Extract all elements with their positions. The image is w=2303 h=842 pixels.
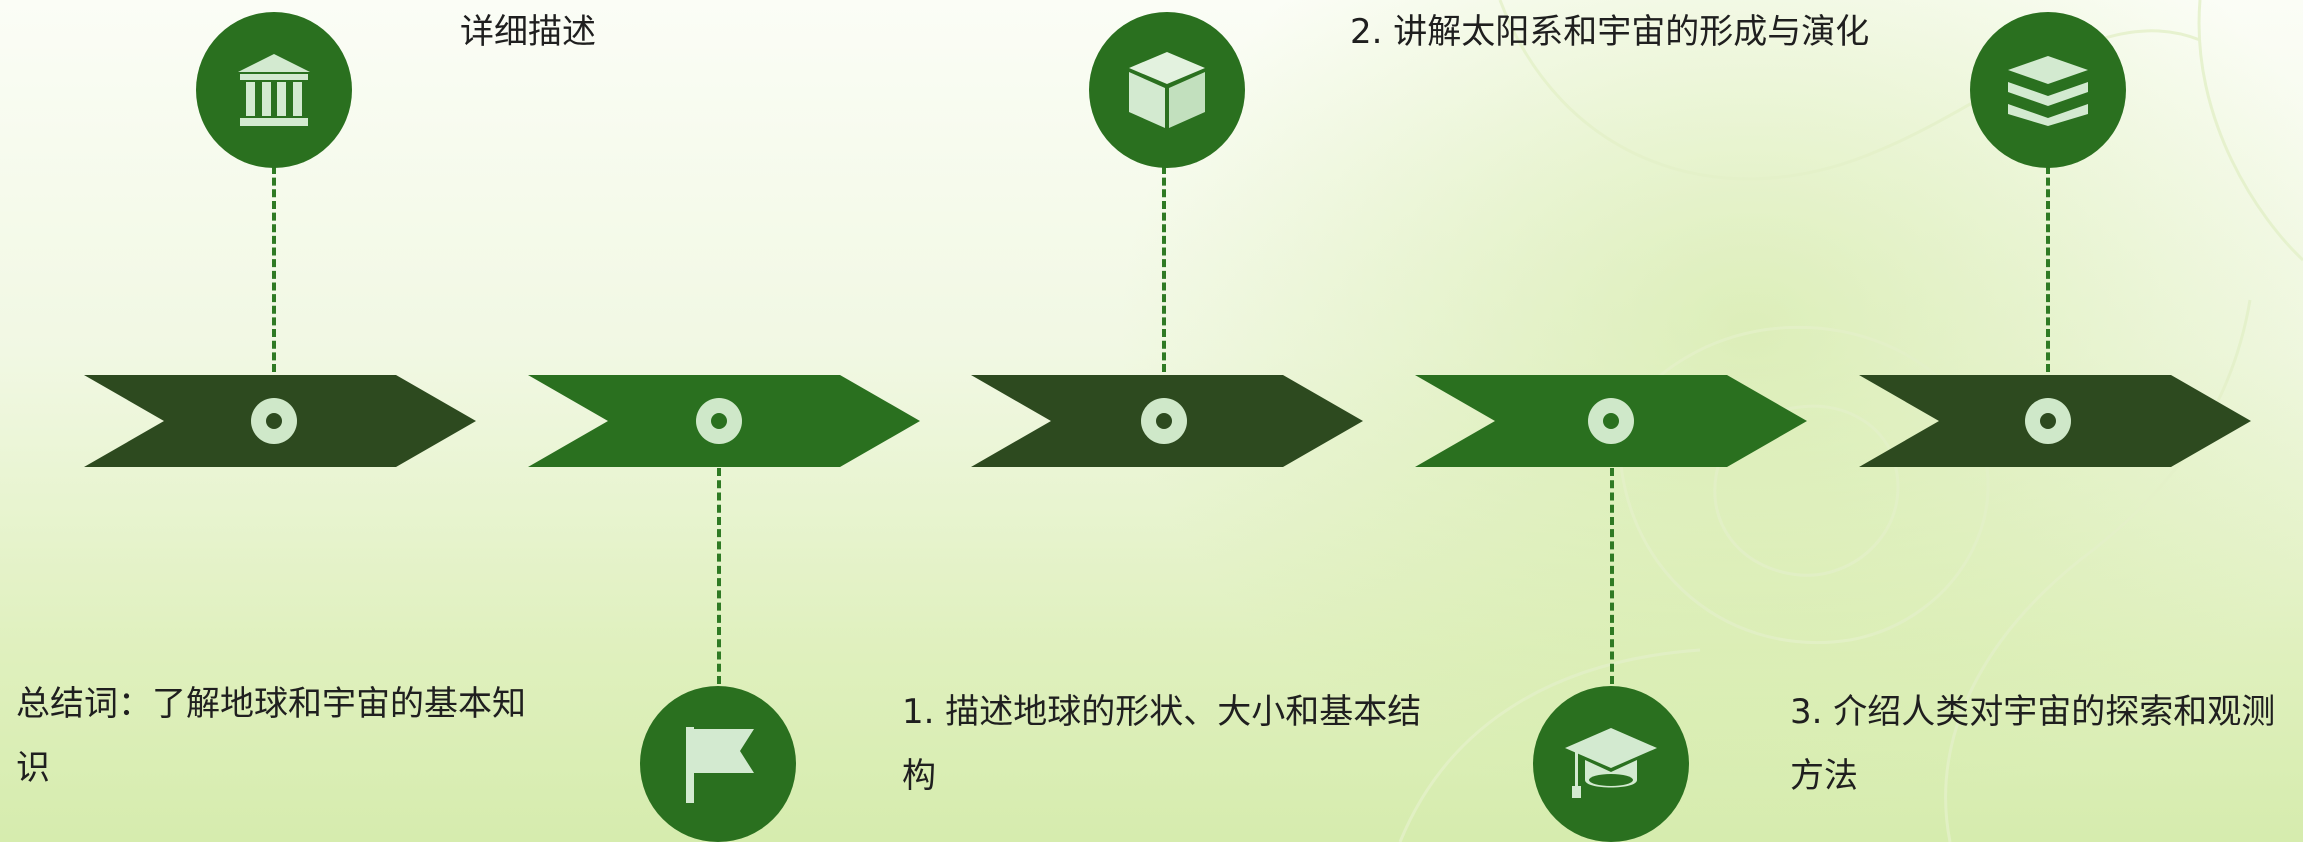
label-bottom-2: 1. 描述地球的形状、大小和基本结构 [902, 692, 1422, 796]
label-top-3: 2. 讲解太阳系和宇宙的形成与演化 [1350, 12, 1870, 52]
connector-step-2 [717, 468, 721, 684]
chevron-step-5 [1859, 375, 2251, 467]
label-bottom-5: 3. 介绍人类对宇宙的探索和观测方法 [1790, 692, 2276, 796]
chevron-step-3 [971, 375, 1363, 467]
step-5-icon-circle [1970, 12, 2126, 168]
graduation-cap-icon [1565, 728, 1657, 798]
cube-icon [1129, 52, 1205, 128]
chevron-step-2 [528, 375, 920, 467]
flag-icon [686, 727, 754, 803]
label-bottom-1: 总结词：了解地球和宇宙的基本知识 [16, 684, 526, 788]
building-icon [238, 54, 310, 126]
connector-step-3 [1162, 166, 1166, 372]
step-3-icon-circle [1089, 12, 1245, 168]
chevron-step-1 [84, 375, 476, 467]
step-4-icon-circle [1533, 686, 1689, 842]
chevron-step-4 [1415, 375, 1807, 467]
connector-step-4 [1610, 468, 1614, 684]
connector-step-5 [2046, 166, 2050, 372]
step-2-icon-circle [640, 686, 796, 842]
connector-step-1 [272, 166, 276, 372]
step-1-icon-circle [196, 12, 352, 168]
layers-icon [2008, 56, 2088, 126]
label-top-1: 详细描述 [460, 12, 596, 52]
